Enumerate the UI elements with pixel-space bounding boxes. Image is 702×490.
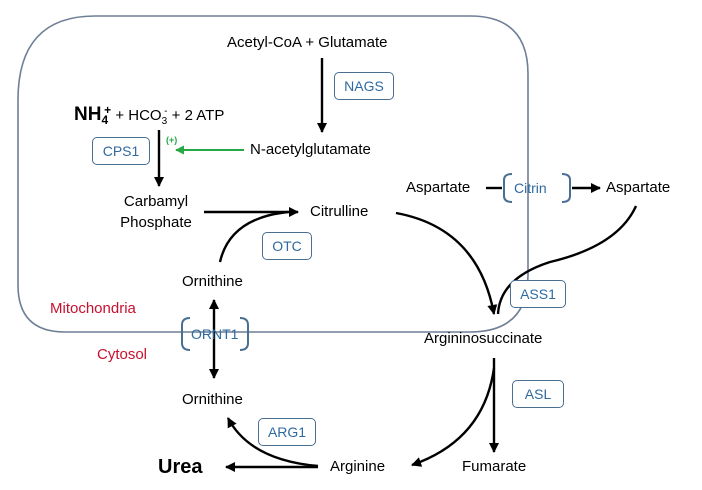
acetyl-coa-glutamate-label: Acetyl-CoA + Glutamate: [227, 34, 388, 51]
ornithine-mitochondria-label: Ornithine: [182, 273, 243, 290]
urea-label: Urea: [158, 456, 203, 478]
ornt1-bracket-left: [181, 317, 191, 351]
cytosol-label: Cytosol: [97, 346, 148, 363]
arrow-ornithine-to-otc: [218, 210, 289, 263]
nh4-subscript: 4: [101, 113, 109, 127]
nh4-superscript: +: [104, 103, 112, 117]
arrow-to-arginine: [411, 367, 496, 467]
hco3-label: + HCO: [115, 107, 162, 124]
arrow-arg1-to-ornithine: [226, 417, 319, 468]
enzyme-otc: OTC: [262, 232, 312, 260]
mitochondrial-membrane: [17, 15, 529, 333]
enzyme-citrin: Citrin: [514, 180, 547, 196]
aspartate-right-label: Aspartate: [606, 179, 671, 196]
n-acetylglutamate-label: N-acetylglutamate: [250, 141, 371, 158]
enzyme-ass1: ASS1: [510, 280, 566, 308]
arginine-label: Arginine: [330, 458, 386, 475]
hco3-superscript: -: [164, 106, 168, 117]
citrin-bracket-right: [561, 173, 571, 203]
enzyme-arg1: ARG1: [258, 418, 316, 446]
fumarate-label: Fumarate: [462, 458, 527, 475]
nh4-hco3-atp-label: NH4+ + HCO3- + 2 ATP: [74, 98, 224, 134]
atp-label: + 2 ATP: [171, 107, 225, 124]
aspartate-left-label: Aspartate: [406, 179, 471, 196]
carbamyl-phosphate-line1: Carbamyl: [123, 193, 189, 210]
hco3-subscript: 3: [161, 116, 168, 127]
nh4-label: NH: [74, 104, 102, 125]
mitochondria-label: Mitochondria: [50, 300, 136, 317]
arrow-aspartate-to-argininosuccinate: [496, 205, 638, 315]
ornt1-bracket-right: [239, 317, 249, 351]
activation-mark: (+): [166, 135, 178, 145]
citrin-bracket-left: [503, 173, 513, 203]
carbamyl-phosphate-line2: Phosphate: [120, 214, 192, 231]
enzyme-nags: NAGS: [334, 72, 394, 100]
enzyme-asl: ASL: [512, 380, 564, 408]
arrow-citrulline-to-argininosuccinate: [395, 211, 498, 315]
citrulline-label: Citrulline: [310, 203, 369, 220]
enzyme-cps1: CPS1: [92, 137, 150, 165]
enzyme-ornt1: ORNT1: [191, 326, 239, 342]
ornithine-cytosol-label: Ornithine: [182, 391, 243, 408]
argininosuccinate-label: Argininosuccinate: [424, 330, 543, 347]
